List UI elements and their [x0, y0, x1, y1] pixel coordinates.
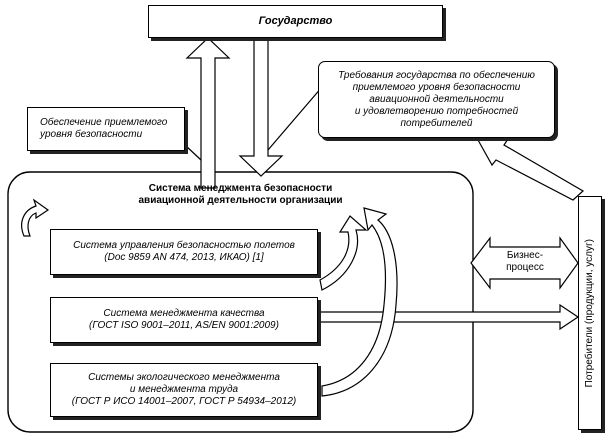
consumers-box: Потребители (продукции, услуг) — [578, 196, 602, 430]
quality-to-consumers-arrow — [317, 303, 580, 331]
state-label: Государство — [258, 15, 333, 27]
state-to-organization-arrow — [238, 31, 284, 177]
flight-safety-system-label: Система управления безопасностью полетов… — [73, 240, 295, 263]
business-process-label: Бизнес- процесс — [506, 250, 544, 273]
state-requirements-label: Требования государства по обеспечению пр… — [338, 69, 535, 129]
quality-system-box: Система менеджмента качества (ГОСТ ISO 9… — [50, 297, 318, 343]
safety-provision-label: Обеспечение приемлемого уровня безопасно… — [40, 117, 168, 140]
state-requirements-box: Требования государства по обеспечению пр… — [318, 61, 555, 138]
consumers-label: Потребители (продукции, услуг) — [584, 238, 595, 388]
left-curved-arrow — [21, 198, 50, 237]
flight-safety-system-box: Система управления безопасностью полетов… — [50, 229, 318, 275]
sms-title: Система менеджмента безопасности авиацио… — [138, 183, 343, 206]
environmental-system-label: Системы экологического менеджмента и мен… — [71, 372, 297, 407]
environmental-system-box: Системы экологического менеджмента и мен… — [50, 363, 318, 417]
quality-system-label: Система менеджмента качества (ГОСТ ISO 9… — [89, 308, 279, 331]
safety-provision-box: Обеспечение приемлемого уровня безопасно… — [27, 107, 185, 151]
inner-curved-arrow — [319, 215, 368, 291]
state-box: Государство — [148, 5, 443, 38]
organization-to-state-arrow — [185, 37, 231, 189]
right-curved-arrow — [321, 207, 398, 397]
provision-connector — [184, 144, 202, 161]
consumers-to-requirements-arrow — [476, 138, 585, 201]
